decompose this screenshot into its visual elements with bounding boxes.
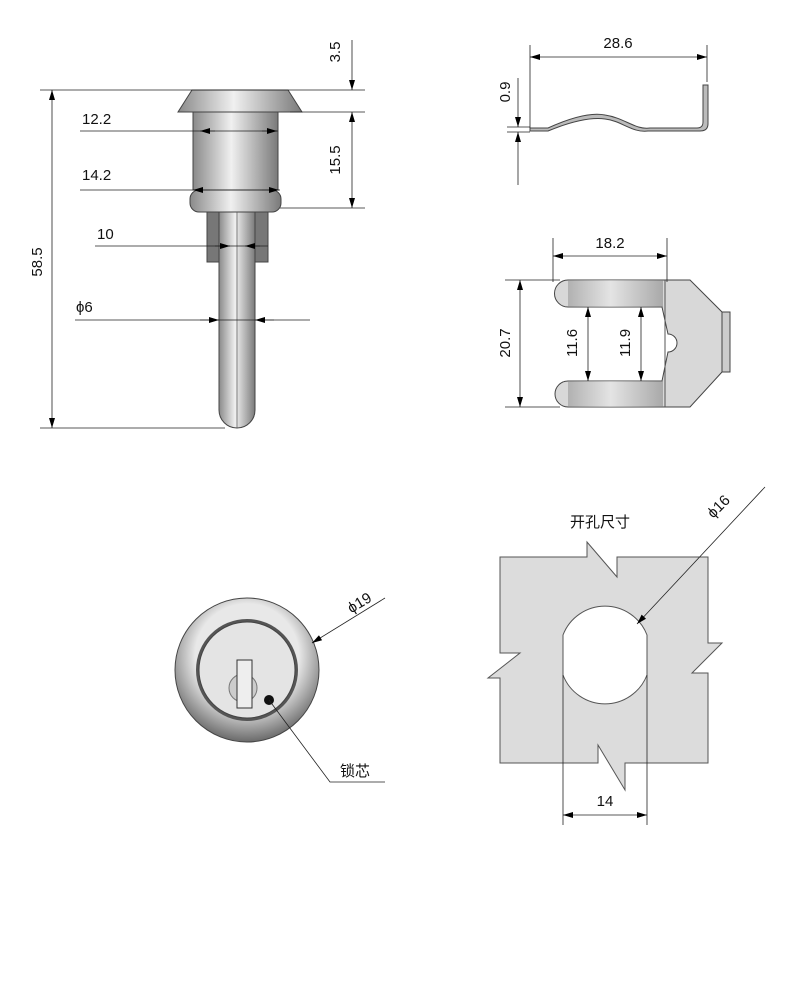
- dim-overall-length: 58.5: [29, 247, 46, 276]
- keyhole: [236, 659, 253, 709]
- dim-clip-width: 18.2: [595, 235, 624, 252]
- dim-shaft-diameter: ϕ6: [76, 299, 93, 316]
- dim-slot-outer: 11.9: [617, 329, 634, 357]
- clip-top-view: 18.2 20.7 11.6 11.9: [497, 235, 731, 408]
- cutout-title: 开孔尺寸: [570, 514, 630, 531]
- cutout-hole: [562, 605, 648, 705]
- label-lock-core: 锁芯: [340, 763, 370, 780]
- dim-hole-diameter: ϕ16: [704, 492, 734, 522]
- flange: [177, 89, 303, 113]
- body: [192, 111, 279, 191]
- dim-body-diameter: 14.2: [82, 167, 111, 184]
- lock-side-view: [177, 89, 303, 429]
- dim-nut-width: 10: [97, 226, 114, 243]
- clip-side-view: 28.6 0.9: [497, 35, 709, 185]
- dim-body-length: 15.5: [327, 145, 344, 174]
- dim-clip-thickness: 0.9: [497, 82, 514, 103]
- lock-front-view: 锁芯 ϕ19: [174, 589, 386, 783]
- dim-clip-length: 28.6: [603, 35, 632, 52]
- dim-slot-inner: 11.6: [564, 329, 581, 357]
- side-dimensions: 58.5 3.5 15.5 12.2 14.2 10 ϕ6: [29, 40, 365, 429]
- dim-front-diameter: ϕ19: [345, 589, 375, 616]
- dim-thread-diameter: 12.2: [82, 111, 111, 128]
- ring: [189, 189, 282, 213]
- dim-flange-height: 3.5: [327, 42, 344, 63]
- dim-flat-width: 14: [597, 793, 614, 810]
- dim-clip-height: 20.7: [497, 328, 514, 357]
- panel-cutout: 开孔尺寸 14 ϕ16: [486, 486, 766, 825]
